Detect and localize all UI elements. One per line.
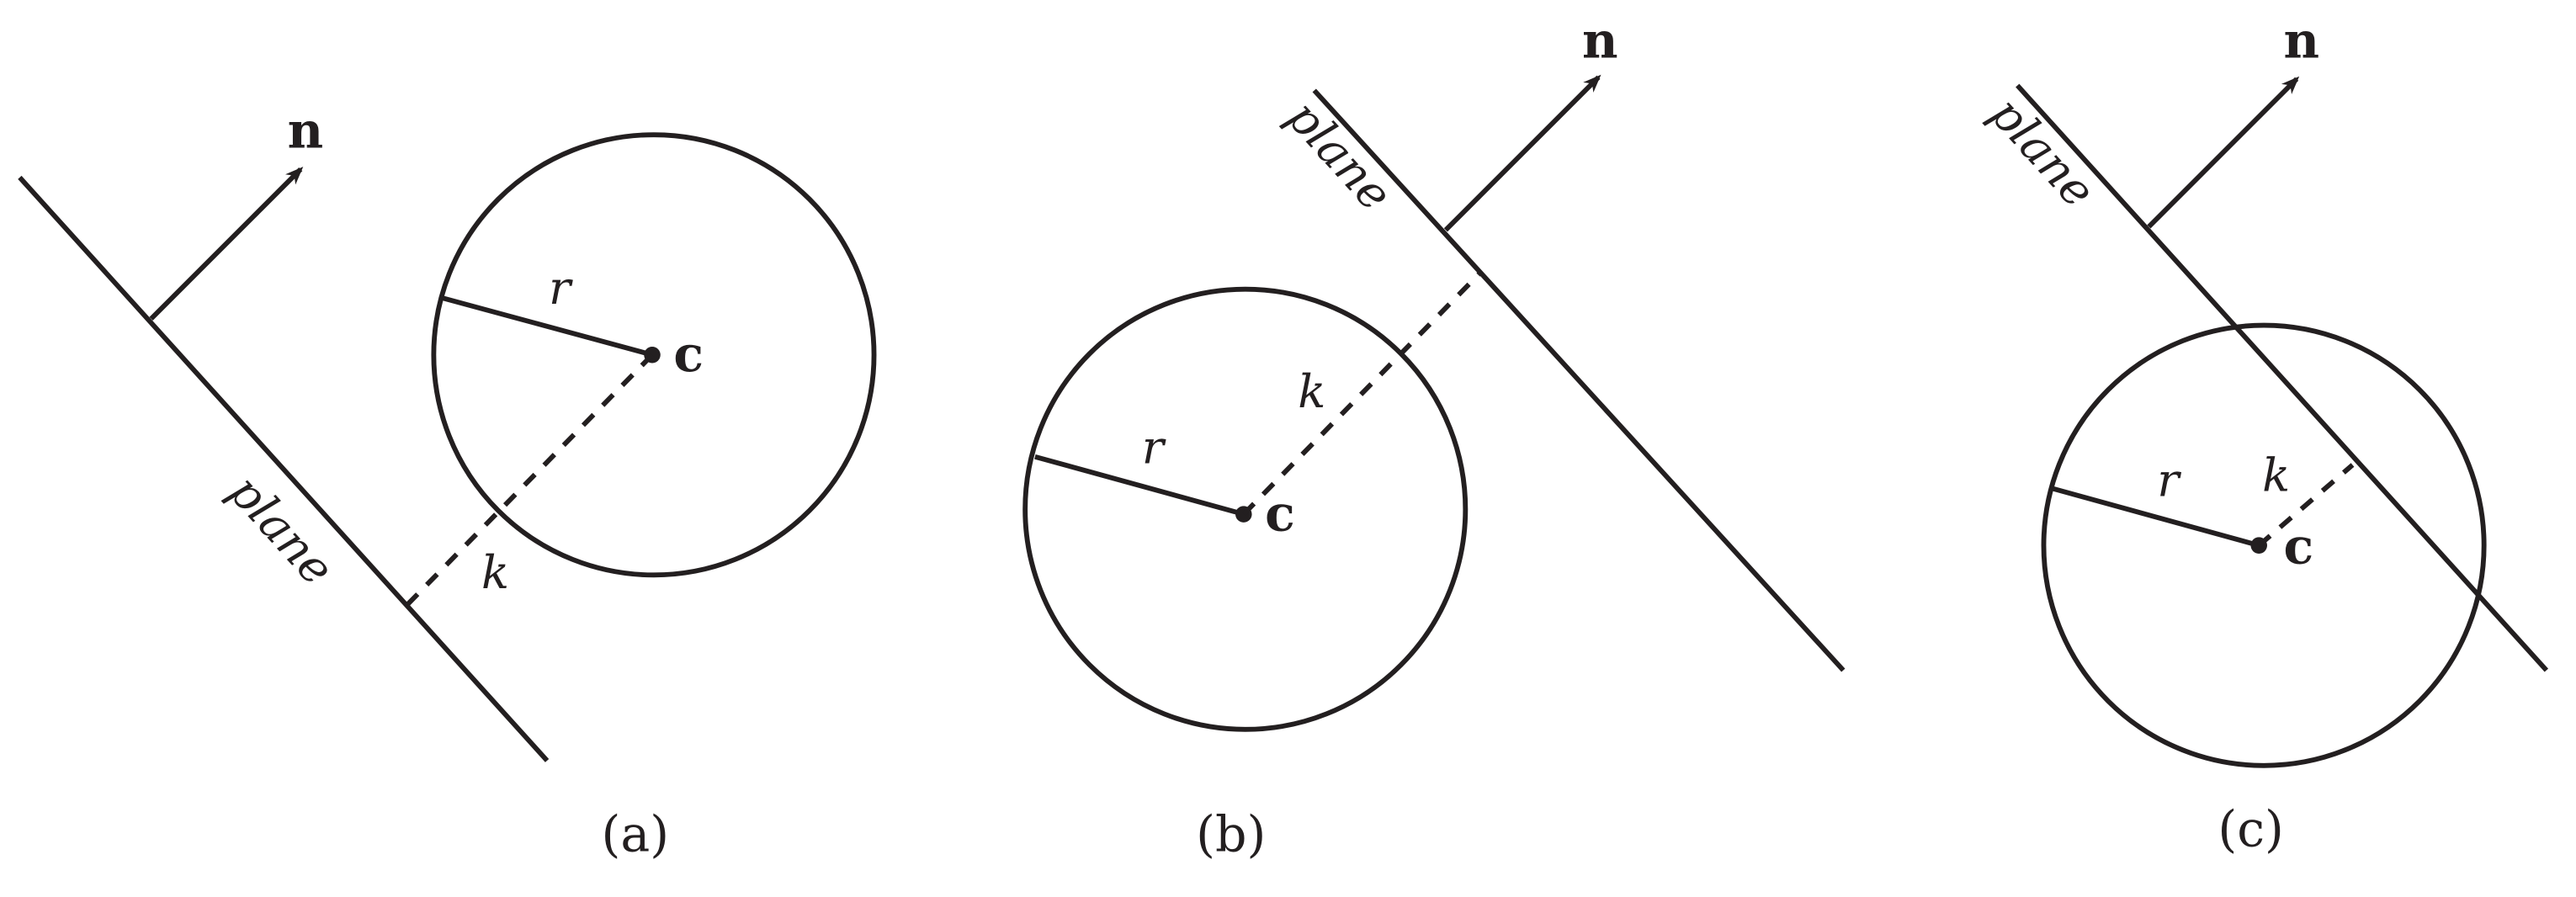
plane-label: plane (1979, 87, 2106, 218)
radius-label: r (2157, 454, 2181, 507)
distance-label: k (2262, 448, 2290, 502)
distance-dashed-line (2257, 463, 2355, 548)
sphere-circle (1022, 286, 1469, 732)
sphere-circle (431, 132, 877, 578)
caption-b: (b) (1196, 805, 1266, 862)
distance-label: k (481, 545, 509, 599)
panel-b: n r c k plane (b) (1022, 11, 1846, 862)
distance-label: k (1298, 364, 1325, 418)
sphere-circle (2041, 322, 2487, 768)
normal-arrow (1443, 74, 1601, 232)
caption-c: (c) (2217, 800, 2283, 857)
caption-a: (a) (601, 805, 669, 862)
distance-dashed-line (1241, 269, 1484, 517)
radius-label: r (549, 261, 573, 315)
distance-dashed-line (406, 353, 655, 607)
normal-label: n (1582, 11, 1618, 69)
normal-arrow (149, 167, 304, 321)
radius-line (2049, 486, 2260, 549)
panel-a: n r c k plane (a) (18, 102, 877, 862)
plane-line (18, 175, 550, 762)
plane-label: plane (219, 464, 345, 596)
radius-label: r (1142, 421, 1166, 475)
center-label: c (2284, 518, 2314, 576)
normal-label: n (288, 102, 324, 160)
radius-line (439, 295, 653, 358)
radius-line (1034, 454, 1245, 517)
plane-line (2016, 83, 2549, 672)
center-label: c (1265, 485, 1295, 543)
panel-c: n r c k plane (c) (1979, 11, 2549, 857)
normal-label: n (2284, 11, 2320, 69)
plane-label: plane (1277, 89, 1403, 220)
plane-line (1312, 88, 1846, 672)
normal-arrow (2147, 76, 2300, 229)
center-label: c (673, 325, 704, 383)
